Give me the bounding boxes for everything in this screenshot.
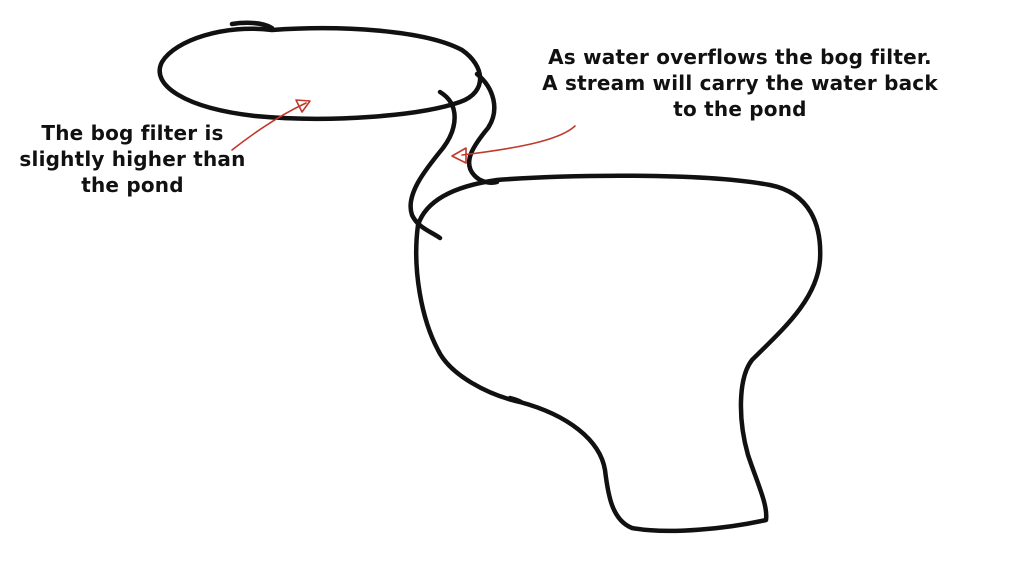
bog-filter-annotation: The bog filter is slightly higher than t… bbox=[10, 120, 255, 198]
pond-outline bbox=[414, 173, 823, 534]
stream-annotation-line-3: to the pond bbox=[673, 97, 807, 121]
bog-filter-annotation-line-2: slightly higher than bbox=[19, 147, 246, 171]
stream-arrow-head bbox=[451, 147, 467, 164]
stream-annotation-line-2: A stream will carry the water back bbox=[542, 71, 938, 95]
bog-filter-outline bbox=[157, 25, 483, 121]
bog-filter-annotation-line-3: the pond bbox=[81, 173, 184, 197]
stream-annotation: As water overflows the bog filter. A str… bbox=[520, 44, 960, 122]
bog-filter-arrow-head bbox=[295, 99, 311, 113]
stream-arrow-shaft bbox=[461, 125, 576, 156]
bog-filter-stroke-overlap bbox=[229, 20, 275, 31]
stream-right-bank bbox=[466, 71, 500, 185]
pond-outline-break bbox=[507, 395, 524, 405]
stream-left-bank bbox=[408, 89, 457, 241]
bog-filter-arrow-shaft bbox=[231, 102, 307, 151]
bog-filter-annotation-line-1: The bog filter is bbox=[41, 121, 224, 145]
stream-annotation-line-1: As water overflows the bog filter. bbox=[548, 45, 932, 69]
